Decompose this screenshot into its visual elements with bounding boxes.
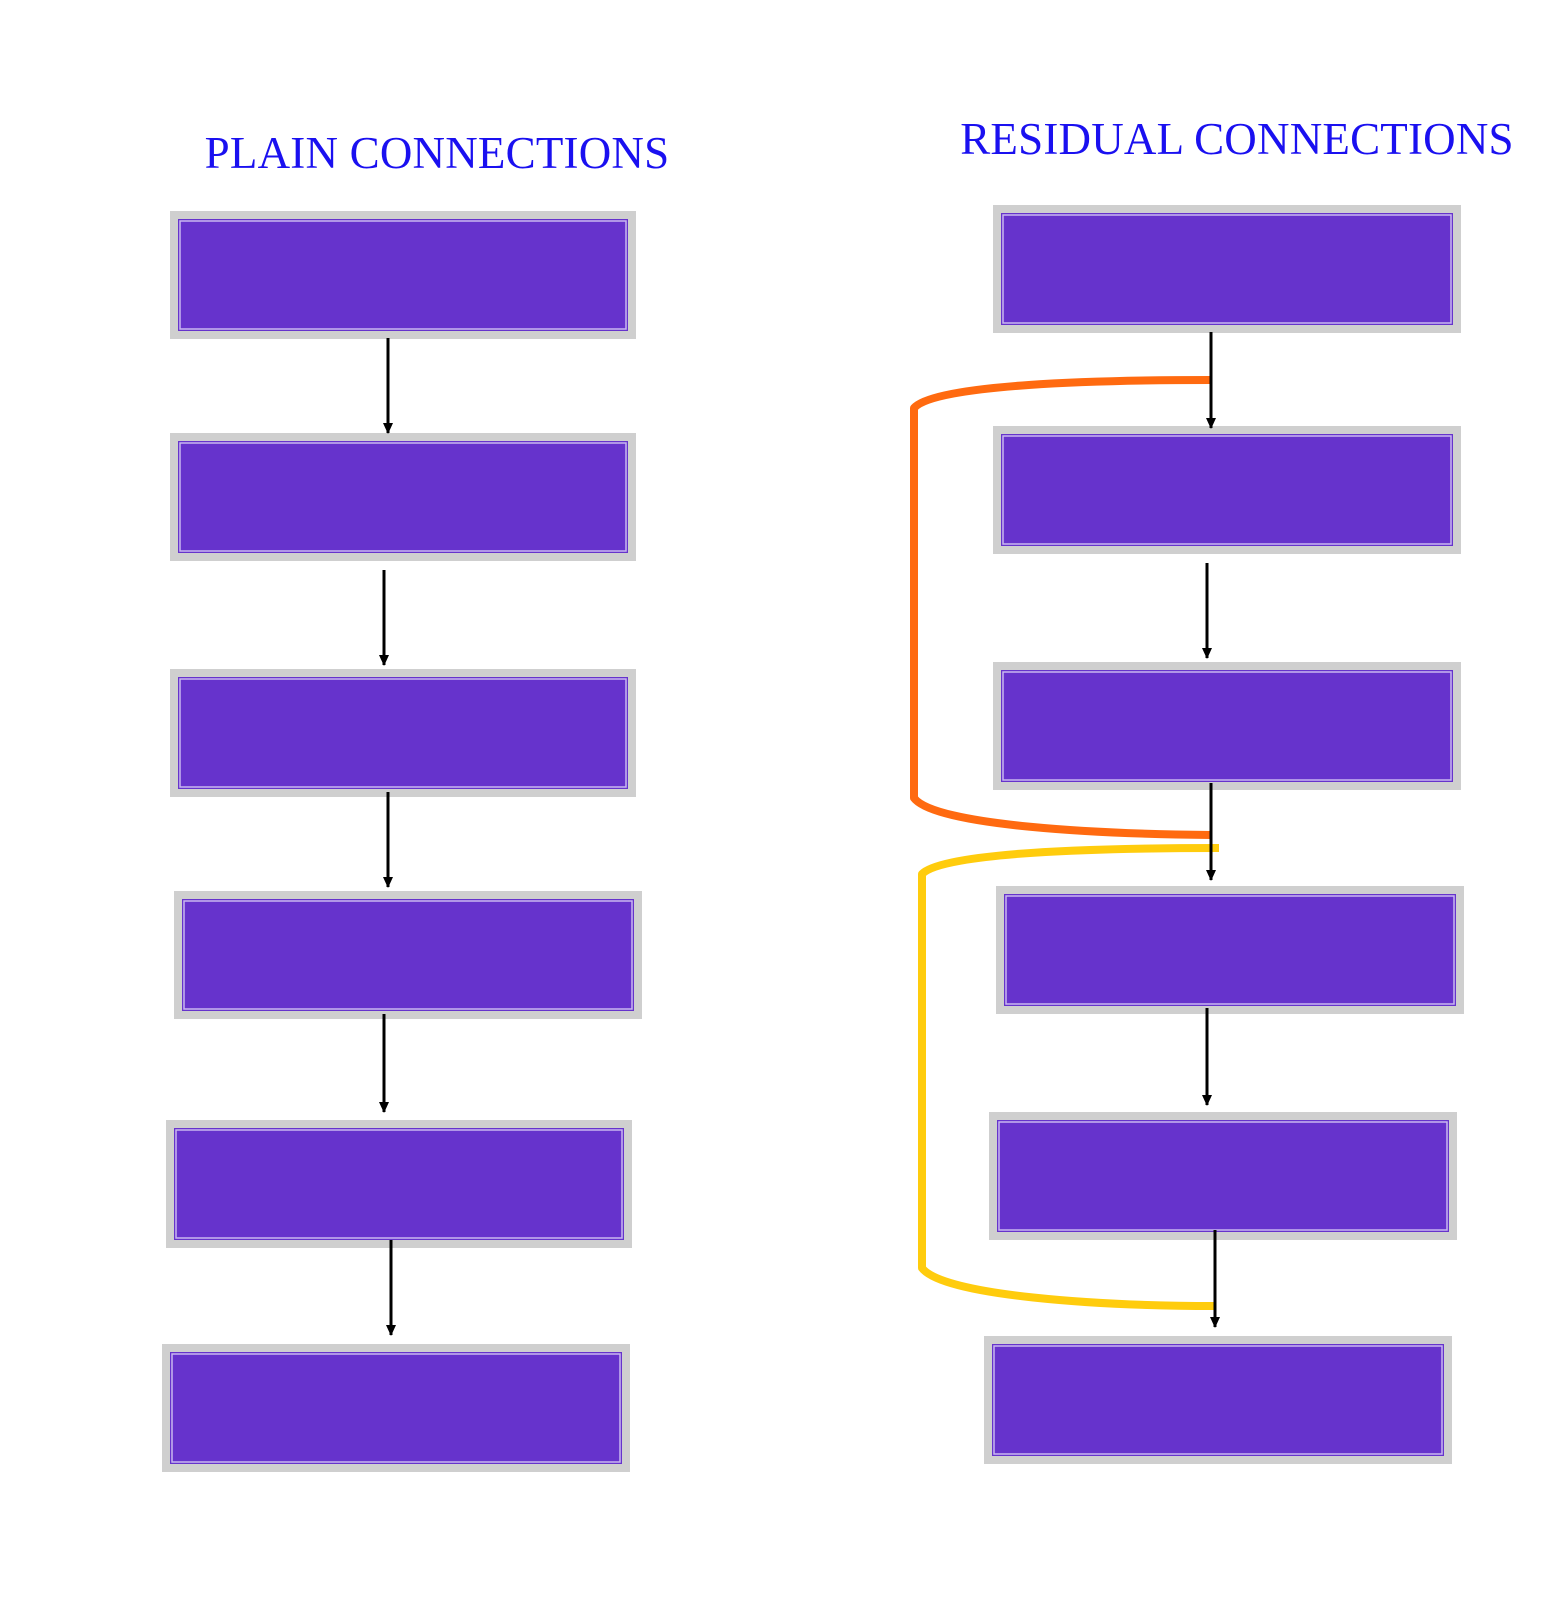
residual-connections-title: RESIDUAL CONNECTIONS (960, 114, 1514, 164)
residual-skip-connection-1 (910, 376, 1212, 839)
plain-layer-block-3 (170, 669, 636, 797)
arrows-layer (379, 332, 1220, 1336)
residual-layer-block-6 (984, 1336, 1452, 1464)
blocks-layer (162, 205, 1464, 1472)
plain-connections-title: PLAIN CONNECTIONS (204, 128, 670, 178)
plain-layer-block-4 (174, 891, 642, 1019)
plain-layer-block-2 (170, 433, 636, 561)
plain-layer-block-1 (170, 211, 636, 339)
skip-connections-layer (910, 376, 1220, 1310)
residual-skip-connection-2 (918, 844, 1220, 1310)
residual-layer-block-4 (996, 886, 1464, 1014)
residual-layer-block-1 (993, 205, 1461, 333)
plain-layer-block-5 (166, 1120, 632, 1248)
residual-layer-block-2 (993, 426, 1461, 554)
residual-layer-block-5 (989, 1112, 1457, 1240)
plain-layer-block-6 (162, 1344, 630, 1472)
residual-layer-block-3 (993, 662, 1461, 790)
